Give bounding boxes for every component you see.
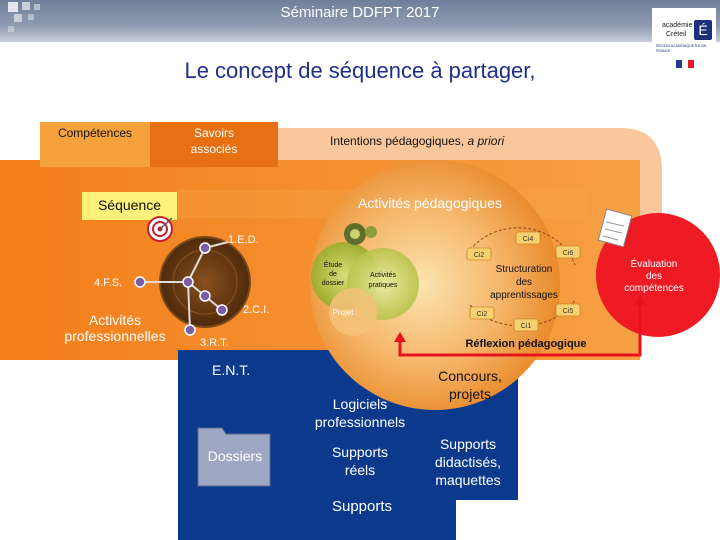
ent-label: E.N.T. (212, 362, 251, 378)
didactises-label-2: didactisés, (434, 454, 502, 470)
intentions-label: Intentions pédagogiques, a priori (330, 134, 504, 148)
projet-circle (329, 288, 377, 336)
header-square (14, 14, 22, 22)
reflexion-label: Réflexion pédagogique (465, 338, 587, 350)
savoirs-label-2: associés (190, 142, 238, 156)
evaluation-circle (596, 213, 720, 337)
didactises-label-3: maquettes (435, 472, 501, 488)
activites-professionnelles-1: Activités (88, 312, 142, 328)
activites-pedagogiques-label: Activités pédagogiques (358, 195, 502, 211)
main-title: Le concept de séquence à partager, (184, 58, 536, 83)
etude-label-3: dossier (321, 280, 345, 287)
reflexion-arrow-left (394, 332, 406, 342)
savoirs-label-1: Savoirs (193, 126, 234, 140)
ci-tag-label: Ci2 (474, 252, 485, 259)
savoirs-box (150, 122, 278, 167)
gear-icon (344, 223, 377, 245)
pedagogy-circle (310, 160, 560, 410)
header-bar (0, 0, 720, 42)
intentions-italic: a priori (467, 134, 505, 148)
logo-text-1: académie (662, 22, 693, 29)
ci-tag-label: Ci4 (523, 236, 534, 243)
logo-text-2: Créteil (666, 31, 687, 38)
header-square (22, 2, 30, 10)
reflexion-arrow-right (634, 295, 646, 305)
ci-tag-label: Ci1 (521, 323, 532, 330)
activity-label-ied: 1.E.D. (228, 234, 259, 246)
logiciels-label-1: Logiciels (332, 396, 388, 412)
logiciels-label-2: professionnels (314, 414, 406, 430)
supports-reels-label-2: réels (344, 462, 376, 478)
activity-label-irt: 3.R.T. (200, 337, 229, 349)
competences-box (40, 122, 150, 167)
logo-flag (676, 60, 694, 68)
ci-tag-label: Ci6 (563, 250, 574, 257)
activity-label-ici: 2.C.I. (243, 304, 270, 316)
target-icon (147, 216, 173, 242)
structuration-label-3: apprentissages (490, 290, 558, 301)
etude-label-2: de (329, 271, 337, 278)
header-title: Séminaire DDFPT 2017 (280, 4, 440, 21)
concours-label-1: Concours, (438, 368, 502, 384)
projet-label: Projet (332, 308, 354, 317)
ci-tag-label: Ci2 (477, 311, 488, 318)
paper-icon (597, 208, 633, 248)
ci-tag-label: Ci5 (563, 308, 574, 315)
didactises-label-1: Supports (439, 436, 497, 452)
concours-label-2: projets (448, 386, 492, 402)
header-square (8, 26, 14, 32)
dossiers-label: Dossiers (207, 448, 263, 464)
logo-ministry: RÉGION ACADÉMIQUE ÎLE-DE-FRANCE (656, 44, 708, 53)
logo-e-badge: É (694, 20, 712, 40)
activity-nodes (134, 242, 228, 336)
header-square (8, 2, 18, 12)
etude-label-1: Étude (323, 262, 343, 269)
structuration-label-1: Structuration (495, 264, 553, 275)
sequence-box (82, 192, 177, 220)
activites-pratiques-label-2: pratiques (368, 282, 398, 289)
structuration-label-2: des (515, 277, 533, 288)
activites-professionnelles-2: professionnelles (64, 328, 166, 344)
evaluation-label-1: Évaluation (630, 259, 678, 270)
sequence-label: Séquence (97, 197, 162, 213)
intentions-text: Intentions pédagogiques, (330, 134, 468, 148)
header-square (34, 4, 40, 10)
ci-tags (466, 231, 581, 332)
evaluation-label-2: des (645, 271, 663, 282)
evaluation-label-3: compétences (624, 283, 684, 294)
header-square (28, 14, 34, 20)
reflexion-bracket (398, 300, 642, 357)
activites-pratiques-label-1: Activités (369, 272, 397, 279)
competences-label: Compétences (57, 126, 133, 140)
folder-icon (197, 427, 271, 487)
academy-logo: académie Créteil É RÉGION ACADÉMIQUE ÎLE… (652, 8, 716, 70)
supports-label: Supports (331, 498, 393, 515)
supports-reels-label-1: Supports (331, 444, 389, 460)
activity-label-ifs: 4.F.S. (94, 277, 123, 289)
